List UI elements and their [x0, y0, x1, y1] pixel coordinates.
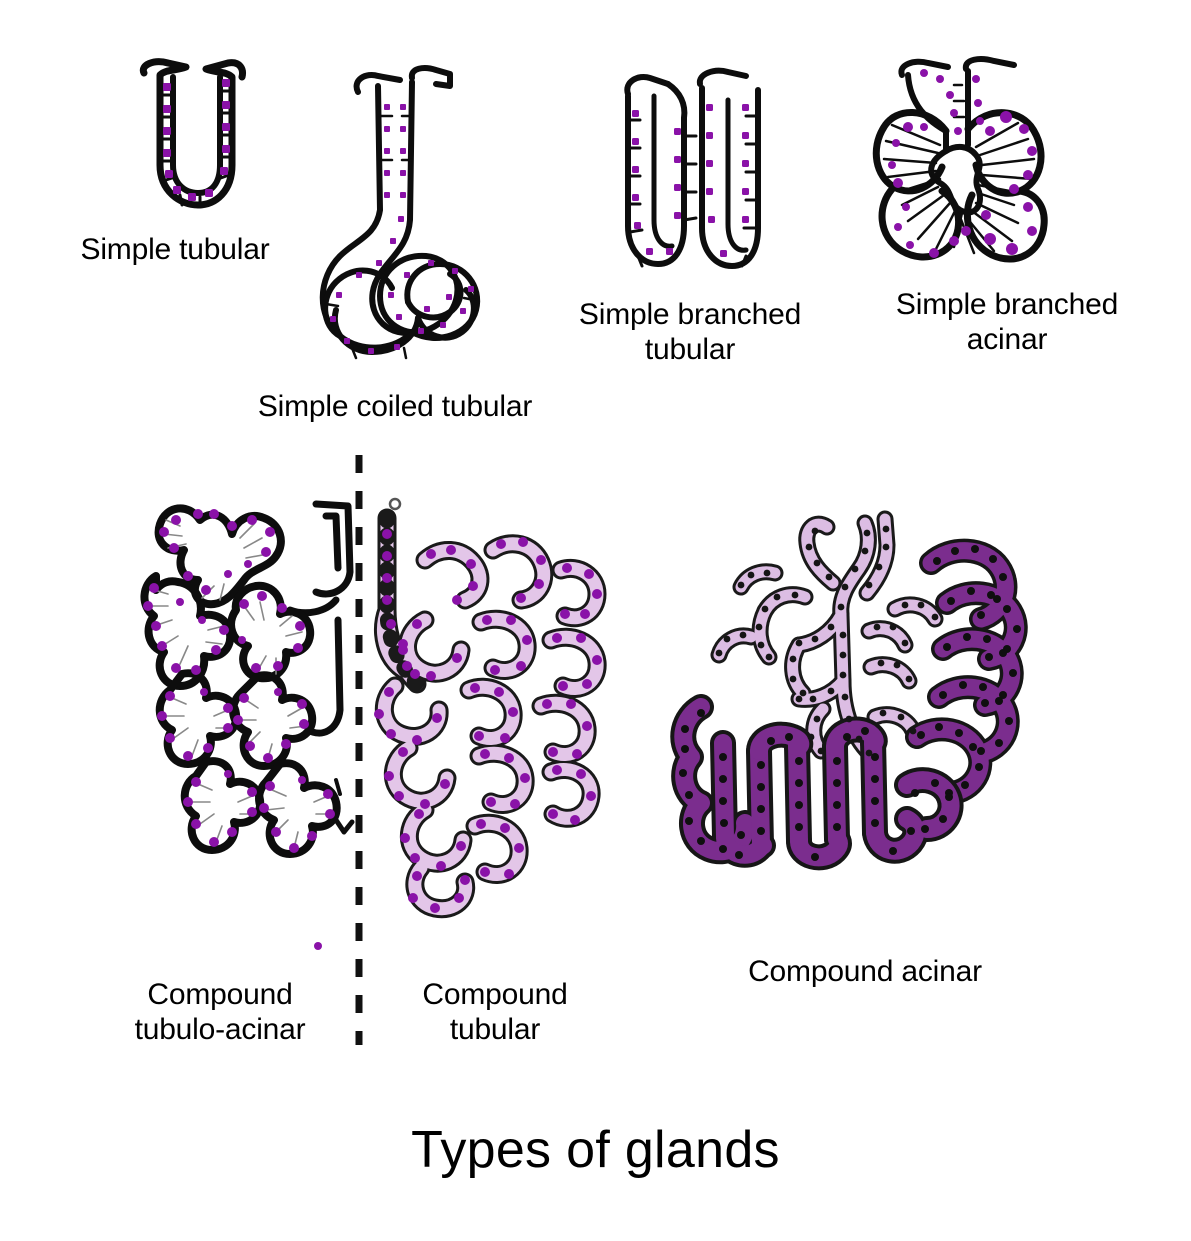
label-compound-tubulo-acinar: Compound tubulo-acinar	[134, 978, 306, 1046]
figure-simple-tubular	[110, 55, 250, 230]
label-compound-tubular: Compound tubular	[422, 978, 568, 1046]
label-simple-coiled-tubular: Simple coiled tubular	[257, 390, 533, 423]
page-title: Types of glands	[411, 1121, 780, 1179]
figure-compound-tubular	[365, 490, 620, 940]
figure-simple-coiled-tubular	[300, 60, 505, 370]
label-simple-tubular: Simple tubular	[80, 233, 270, 266]
figure-simple-branched-tubular	[610, 60, 770, 275]
figure-simple-branched-acinar	[862, 55, 1057, 285]
label-compound-acinar: Compound acinar	[748, 955, 982, 988]
label-simple-branched-acinar: Simple branched acinar	[895, 288, 1119, 356]
dashed-divider	[348, 455, 370, 1045]
label-simple-branched-tubular: Simple branched tubular	[578, 298, 802, 366]
figure-compound-acinar	[655, 485, 1075, 935]
figure-compound-tubulo-acinar	[140, 480, 365, 950]
